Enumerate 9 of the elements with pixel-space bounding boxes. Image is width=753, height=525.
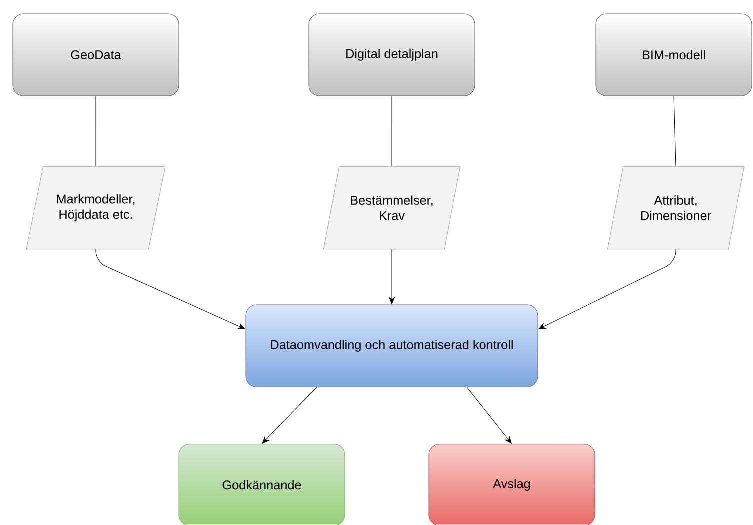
data-parallelogram: Bestämmelser, Krav — [323, 166, 461, 250]
source-box: GeoData — [12, 14, 180, 96]
result-box: Avslag — [428, 444, 596, 525]
source-box: BIM-modell — [596, 14, 752, 96]
process-box: Dataomvandling och automatiserad kontroll — [246, 304, 538, 388]
result-box: Godkännande — [178, 444, 346, 525]
data-parallelogram: Attribut, Dimensioner — [607, 166, 745, 250]
data-parallelogram: Markmodeller, Höjddata etc. — [26, 166, 166, 250]
source-box: Digital detaljplan — [308, 14, 476, 96]
